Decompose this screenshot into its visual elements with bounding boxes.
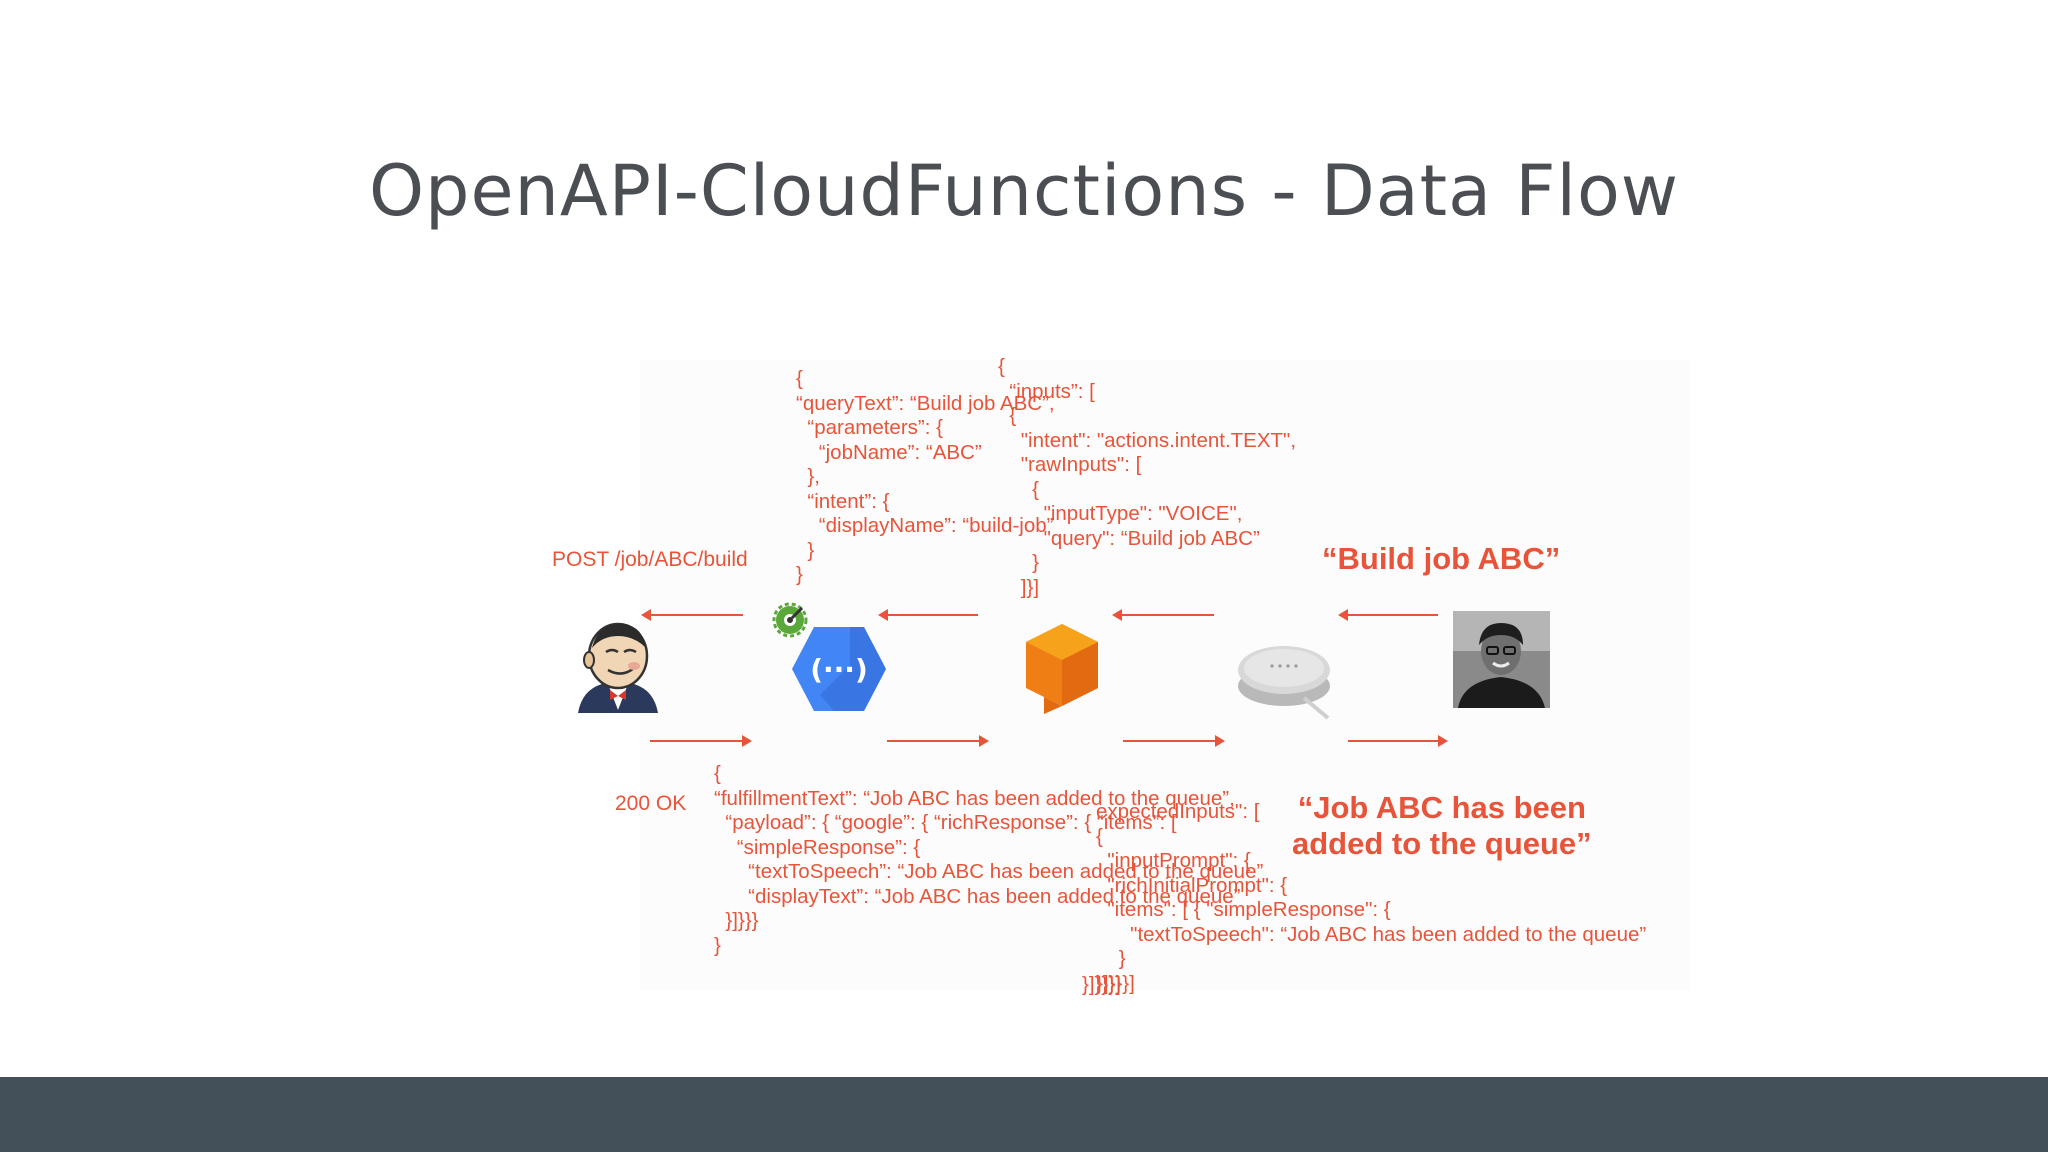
- arrow-cloudfunctions-to-jenkins: [641, 609, 743, 621]
- actions-response-closing: }]}}}]: [1082, 973, 1121, 996]
- cloud-functions-icon: (···): [792, 627, 886, 711]
- dialogflow-request-json: { “queryText”: “Build job ABC”, “paramet…: [796, 367, 1055, 586]
- footer-bar: [0, 1077, 2048, 1152]
- api-gear-badge-icon: [772, 602, 808, 638]
- google-home-mini-icon: [1238, 646, 1330, 720]
- user-utterance-quote: “Build job ABC”: [1322, 541, 1561, 576]
- response-status-label: 200 OK: [615, 792, 687, 815]
- arrow-dialogflow-to-home: [1123, 735, 1225, 747]
- arrow-home-to-user: [1348, 735, 1448, 747]
- arrow-cloudfunctions-to-dialogflow: [887, 735, 989, 747]
- arrow-dialogflow-to-cloudfunctions: [878, 609, 978, 621]
- request-endpoint-label: POST /job/ABC/build: [552, 548, 748, 571]
- svg-text:(···): (···): [810, 653, 868, 686]
- user-photo: [1453, 611, 1550, 708]
- arrow-jenkins-to-cloudfunctions: [650, 735, 752, 747]
- arrow-home-to-dialogflow: [1112, 609, 1214, 621]
- dialogflow-icon: [1026, 624, 1098, 714]
- actions-request-json: { “inputs”: [ { "intent": "actions.inten…: [998, 355, 1297, 599]
- fulfillment-response-json: { “fulfillmentText”: “Job ABC has been a…: [714, 762, 1264, 957]
- slide-title: OpenAPI-CloudFunctions - Data Flow: [368, 150, 1680, 232]
- arrow-user-to-home: [1338, 609, 1438, 621]
- actions-response-json: expectedInputs": [ { "inputPrompt": { "r…: [1096, 800, 1647, 995]
- jenkins-butler-icon: [578, 622, 658, 713]
- assistant-reply-quote: “Job ABC has been added to the queue”: [1292, 790, 1592, 861]
